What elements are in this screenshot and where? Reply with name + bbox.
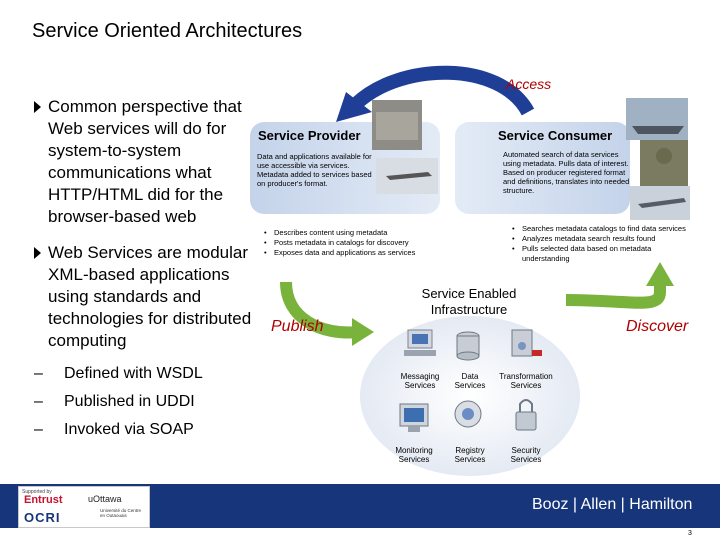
drone-icon [386, 172, 432, 180]
consumer-list: Searches metadata catalogs to find data … [512, 224, 692, 264]
uqo-logo: Université du Centre en Outaouais [100, 508, 142, 518]
discover-arrowhead [646, 262, 674, 286]
sub-bullet-dash: – [34, 421, 43, 438]
service-label-line: Messaging [400, 372, 440, 381]
sub-bullet-item: – Invoked via SOAP [34, 420, 254, 440]
bullet-text: Web Services are modular XML-based appli… [48, 243, 252, 350]
list-item: Analyzes metadata search results found [512, 234, 692, 244]
service-label-line: Services [510, 381, 542, 390]
bullet-arrow-icon [34, 247, 41, 259]
bullet-list: Common perspective that Web services wil… [34, 96, 254, 448]
discover-arrow [565, 282, 666, 309]
registry-icon [454, 400, 482, 428]
sub-bullet-text: Published in UDDI [64, 393, 195, 410]
service-label-line: Services [398, 455, 430, 464]
sub-bullet-text: Invoked via SOAP [64, 421, 194, 438]
list-item: Exposes data and applications as service… [264, 248, 424, 258]
service-label-transformation: Transformation Services [496, 372, 556, 390]
list-item: Describes content using metadata [264, 228, 424, 238]
service-label-line: Services [510, 455, 542, 464]
page-title: Service Oriented Architectures [32, 20, 303, 42]
database-icon [456, 331, 480, 361]
service-label-messaging: Messaging Services [390, 372, 450, 390]
sub-bullet-dash: – [34, 393, 43, 410]
transformation-icon [511, 329, 542, 357]
monitor-icon [399, 403, 429, 432]
bullet-item: Common perspective that Web services wil… [34, 96, 254, 228]
consumer-panel [455, 122, 630, 214]
brand-logo: Booz | Allen | Hamilton [532, 496, 693, 513]
service-label-line: Services [454, 455, 486, 464]
ocri-logo: OCRI [24, 510, 61, 525]
bullet-item: Web Services are modular XML-based appli… [34, 242, 254, 352]
consumer-title: Service Consumer [498, 128, 613, 143]
publish-label: Publish [271, 318, 324, 335]
sponsor-logo-box [18, 486, 150, 528]
supported-by-label: Supported by [22, 489, 52, 495]
access-arrow [351, 65, 535, 116]
service-label-line: Data [461, 372, 479, 381]
provider-title: Service Provider [258, 128, 361, 143]
list-item: Pulls selected data based on metadata un… [512, 244, 692, 264]
publish-arrow [280, 281, 361, 339]
bullet-arrow-icon [34, 101, 41, 113]
messaging-icon [404, 329, 436, 356]
service-label-line: Services [404, 381, 436, 390]
list-item: Posts metadata in catalogs for discovery [264, 238, 424, 248]
bullet-text: Common perspective that Web services wil… [48, 97, 242, 226]
service-label-line: Security [511, 446, 541, 455]
sub-bullet-list: – Defined with WSDL – Published in UDDI … [34, 364, 254, 440]
infrastructure-title: Service Enabled Infrastructure [421, 286, 517, 317]
provider-photo-building-detail [376, 112, 418, 140]
service-label-registry: Registry Services [440, 446, 500, 464]
service-label-line: Services [454, 381, 486, 390]
ship-icon [632, 126, 684, 134]
list-item: Searches metadata catalogs to find data … [512, 224, 692, 234]
sub-bullet-item: – Published in UDDI [34, 392, 254, 412]
access-label: Access [506, 76, 552, 92]
page-number: 3 [688, 530, 692, 537]
consumer-description: Automated search of data services using … [503, 150, 630, 195]
access-arrowhead [336, 92, 372, 122]
publish-arrowhead [352, 318, 374, 346]
service-label-line: Registry [455, 446, 485, 455]
sub-bullet-text: Defined with WSDL [64, 365, 203, 382]
provider-list: Describes content using metadata Posts m… [264, 228, 424, 258]
service-label-line: Transformation [499, 372, 553, 381]
sub-bullet-dash: – [34, 365, 43, 382]
lock-icon [515, 399, 537, 431]
jet-icon [638, 198, 686, 208]
sub-bullet-item: – Defined with WSDL [34, 364, 254, 384]
soldier-icon [656, 148, 672, 164]
service-label-data: Data Services [440, 372, 500, 390]
service-label-security: Security Services [496, 446, 556, 464]
entrust-logo: Entrust [24, 494, 63, 506]
service-label-monitoring: Monitoring Services [384, 446, 444, 464]
uottawa-logo: uOttawa [88, 494, 122, 504]
discover-label: Discover [626, 318, 689, 335]
provider-description: Data and applications available for use … [257, 152, 372, 188]
service-label-line: Monitoring [395, 446, 433, 455]
